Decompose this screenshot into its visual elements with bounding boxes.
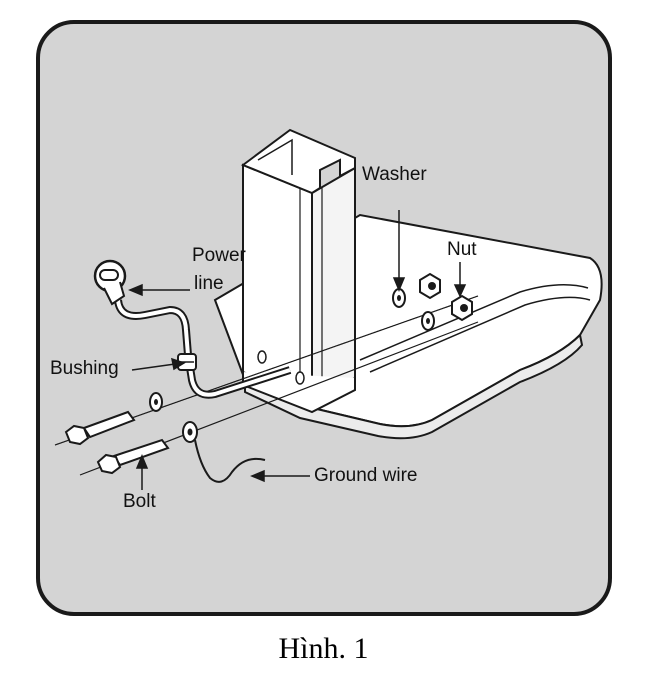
post-front <box>242 163 313 402</box>
post-top <box>240 128 356 195</box>
bolt-part-2 <box>96 438 170 475</box>
nut-label: Nut <box>447 239 477 260</box>
ground-wire-label: Ground wire <box>314 465 418 486</box>
bolt-part-1 <box>64 410 136 446</box>
bushing-label: Bushing <box>50 358 119 379</box>
post-side <box>311 166 356 402</box>
bushing-leader <box>131 363 176 371</box>
power-line-label-line1: Power <box>192 245 246 266</box>
bolt-label: Bolt <box>123 491 156 512</box>
washer-label: Washer <box>362 164 427 185</box>
ground-wire-cable <box>194 439 266 483</box>
power-line-label-line2: line <box>194 273 224 294</box>
figure-caption: Hình. 1 <box>278 632 369 665</box>
power-plug <box>93 259 127 306</box>
